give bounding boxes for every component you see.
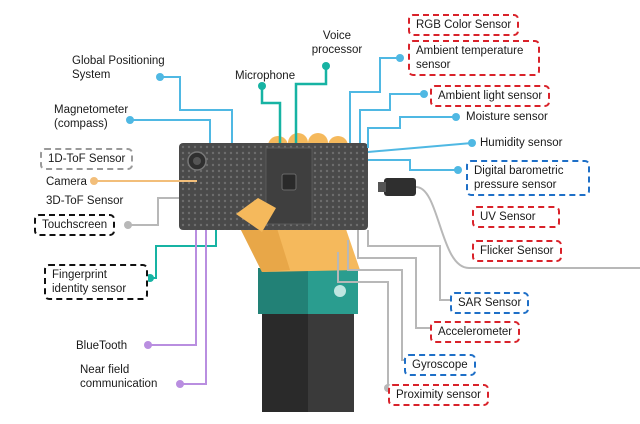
- label-ambient-temperature-sensor: Ambient temperature sensor: [408, 40, 540, 76]
- label-ambient-light-sensor: Ambient light sensor: [430, 85, 551, 107]
- connector-lines-top: [258, 62, 330, 143]
- label-proximity-sensor: Proximity sensor: [388, 384, 489, 406]
- label-magnetometer: Magnetometer (compass): [54, 104, 129, 130]
- label-moisture-sensor: Moisture sensor: [466, 111, 548, 123]
- phone: [179, 143, 368, 230]
- label-nfc: Near field communication: [80, 364, 158, 390]
- label-accelerometer: Accelerometer: [430, 321, 521, 343]
- label-digital-barometric-pressure-sensor: Digital barometric pressure sensor: [466, 160, 590, 196]
- label-flicker-sensor: Flicker Sensor: [472, 240, 562, 262]
- camera-icon: [187, 151, 207, 171]
- label-humidity-sensor: Humidity sensor: [480, 137, 563, 149]
- thumb: [236, 198, 276, 232]
- label-rgb-color-sensor: RGB Color Sensor: [408, 14, 520, 36]
- usb-plug-icon: [378, 178, 640, 270]
- label-1d-tof-sensor: 1D-ToF Sensor: [40, 148, 134, 170]
- label-voice-processor: Voice processor: [311, 30, 363, 56]
- arm-sleeve: [258, 268, 358, 412]
- label-fingerprint-sensor: Fingerprint identity sensor: [44, 264, 148, 300]
- label-sar-sensor: SAR Sensor: [450, 292, 530, 314]
- label-gyroscope: Gyroscope: [404, 354, 476, 376]
- label-3d-tof-sensor: 3D-ToF Sensor: [46, 195, 124, 207]
- label-bluetooth: BlueTooth: [76, 340, 128, 352]
- label-gps: Global Positioning System: [72, 55, 165, 81]
- label-touchscreen: Touchscreen: [34, 214, 116, 236]
- label-uv-sensor: UV Sensor: [472, 206, 560, 228]
- label-microphone: Microphone: [235, 70, 296, 82]
- connector-lines-left: [90, 73, 233, 388]
- label-camera: Camera: [46, 176, 87, 188]
- connector-lines-right: [349, 54, 476, 174]
